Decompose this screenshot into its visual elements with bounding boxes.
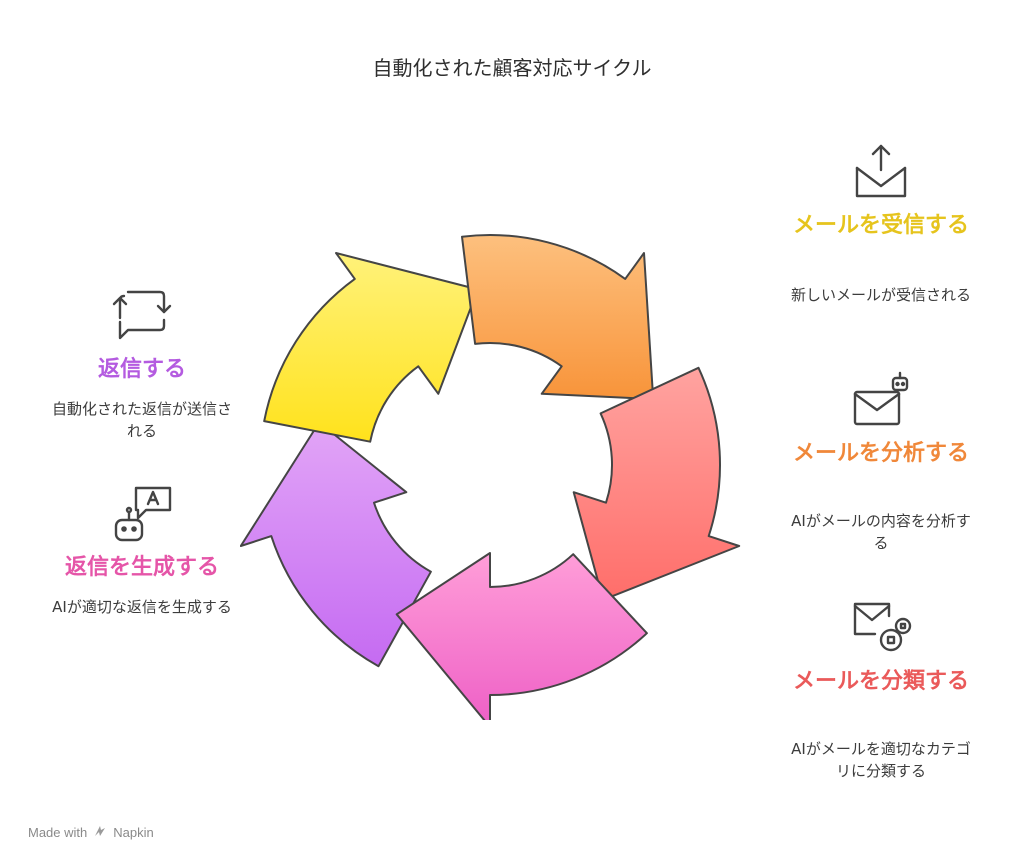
arrow-analyze	[461, 234, 655, 401]
footer: Made with Napkin	[28, 824, 154, 841]
envelope-upload-icon	[849, 140, 913, 204]
napkin-logo-icon	[93, 824, 107, 841]
stage-title-reply: 返信する	[97, 357, 186, 382]
arrow-receive	[263, 252, 479, 443]
stage-desc-analyze: AIがメールの内容を分析する	[791, 512, 971, 552]
robot-chat-icon	[110, 482, 174, 546]
arrow-generate	[395, 552, 648, 720]
footer-text: Made with	[28, 825, 88, 840]
stage-desc-classify: AIがメールを適切なカテゴリに分類する	[791, 740, 971, 780]
stage-desc-reply: 自動化された返信が送信される	[52, 400, 233, 440]
footer-brand: Napkin	[113, 825, 154, 840]
stage-title-receive: メールを受信する	[792, 213, 969, 238]
stage-title-analyze: メールを分析する	[792, 441, 969, 466]
stage-title-classify: メールを分類する	[792, 669, 969, 694]
envelope-categories-icon	[849, 596, 913, 660]
arrow-classify	[572, 366, 741, 601]
envelope-robot-icon	[849, 368, 913, 432]
arrow-reply	[240, 421, 432, 668]
stage-desc-generate: AIが適切な返信を生成する	[52, 598, 232, 616]
cycle-diagram	[240, 234, 741, 720]
page-title: 自動化された顧客対応サイクル	[372, 56, 652, 80]
chat-reply-icon	[110, 282, 174, 346]
stage-title-generate: 返信を生成する	[64, 555, 219, 580]
stage-desc-receive: 新しいメールが受信される	[790, 286, 971, 304]
